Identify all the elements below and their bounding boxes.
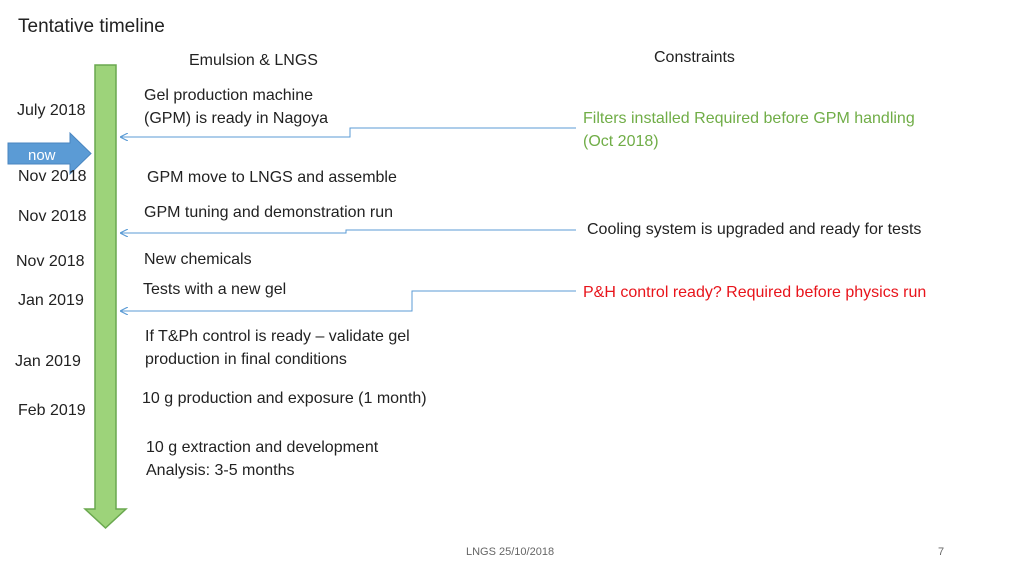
event-new-chemicals: New chemicals: [144, 251, 252, 268]
date-label: July 2018: [17, 102, 86, 119]
now-label: now: [28, 147, 56, 164]
constraint-cooling: Cooling system is upgraded and ready for…: [587, 221, 922, 238]
date-label: Nov 2018: [18, 208, 87, 225]
constraint-filters-line1: Filters installed Required before GPM ha…: [583, 110, 915, 127]
page-number: 7: [938, 546, 945, 558]
connector-filters: [121, 127, 576, 137]
event-validate-gel-line2: production in final conditions: [145, 351, 347, 368]
event-gpm-ready-line1: Gel production machine: [144, 87, 313, 104]
date-label: Feb 2019: [18, 402, 86, 419]
date-label: Nov 2018: [18, 168, 87, 185]
event-10g-extraction-line2: Analysis: 3-5 months: [146, 462, 295, 479]
footer-date: LNGS 25/10/2018: [466, 546, 555, 558]
event-10g-extraction-line1: 10 g extraction and development: [146, 439, 379, 456]
header-emulsion-lngs: Emulsion & LNGS: [189, 52, 318, 69]
event-tests-new-gel: Tests with a new gel: [143, 281, 287, 298]
event-gpm-tuning: GPM tuning and demonstration run: [144, 204, 394, 221]
event-gpm-move: GPM move to LNGS and assemble: [147, 169, 397, 186]
connector-ph-control: [121, 290, 576, 311]
page-title: Tentative timeline: [18, 16, 165, 37]
event-gpm-ready-line2: (GPM) is ready in Nagoya: [144, 110, 329, 127]
connector-cooling: [121, 230, 576, 233]
date-label: Nov 2018: [16, 253, 85, 270]
date-label: Jan 2019: [15, 353, 81, 370]
header-constraints: Constraints: [654, 49, 735, 66]
event-10g-production: 10 g production and exposure (1 month): [142, 390, 427, 407]
now-arrow-marker: [7, 131, 92, 176]
constraint-ph-control: P&H control ready? Required before physi…: [583, 284, 927, 301]
date-label: Jan 2019: [18, 292, 84, 309]
timeline-arrow: [83, 64, 128, 530]
event-validate-gel-line1: If T&Ph control is ready – validate gel: [145, 328, 410, 345]
constraint-filters-line2: (Oct 2018): [583, 133, 659, 150]
